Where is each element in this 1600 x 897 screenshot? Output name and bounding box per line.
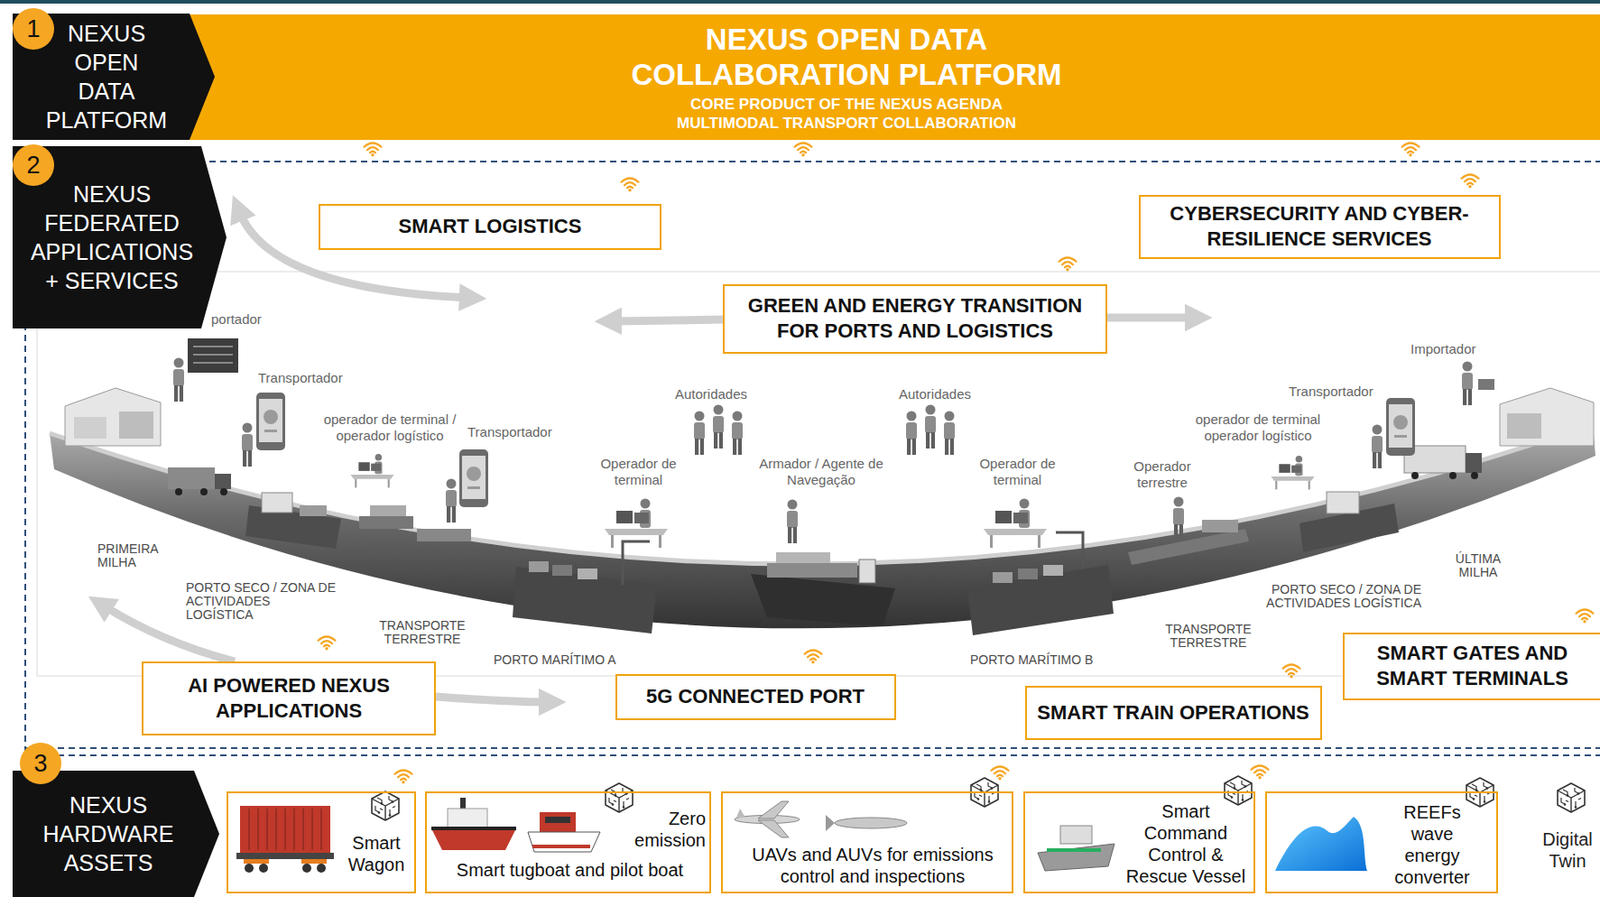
actor-label: Transportador — [467, 424, 553, 441]
actor-label: Autoridades — [675, 386, 748, 403]
place-label: PORTO SECO / ZONA DE ACTIVIDADES LOGÍSTI… — [185, 581, 340, 622]
box-label: 5G CONNECTED PORT — [646, 684, 865, 710]
asset-box: Smart Wagon — [226, 791, 417, 894]
chip-icons — [371, 776, 1585, 821]
actor-label: Autoridades — [898, 386, 972, 403]
place-label: PORTO MARÍTIMO A — [493, 653, 617, 667]
place-label: TRANSPORTE TERRESTRE — [372, 619, 472, 647]
box-label: SMART LOGISTICS — [398, 213, 583, 240]
service-box: SMART TRAIN OPERATIONS — [1025, 685, 1323, 740]
asset-label: Zero emission — [618, 807, 706, 851]
asset-label: Smart Wagon — [337, 832, 416, 876]
asset-box: Zero emissionSmart tugboat and pilot boa… — [425, 791, 712, 894]
section-title: NEXUS HARDWARE ASSETS — [43, 790, 175, 878]
service-box: AI POWERED NEXUS APPLICATIONS — [141, 661, 436, 736]
service-box: 5G CONNECTED PORT — [615, 674, 897, 721]
asset-box: Smart Command Control & Rescue Vessel — [1023, 791, 1256, 894]
supply-chain-road — [49, 424, 1596, 629]
box-label: AI POWERED NEXUS APPLICATIONS — [153, 673, 425, 724]
box-label: SMART TRAIN OPERATIONS — [1036, 700, 1309, 726]
asset-label: Smart Command Control & Rescue Vessel — [1118, 800, 1254, 888]
train-right — [1128, 519, 1249, 565]
band-text: NEXUS OPEN DATA COLLABORATION PLATFORMCO… — [602, 21, 1091, 133]
asset-box: UAVs and AUVs for emissions control and … — [721, 791, 1014, 894]
warehouse-left — [64, 388, 161, 446]
asset-label: REEFs wave energy converter — [1382, 801, 1482, 888]
wifi-icons — [318, 143, 1594, 785]
grey-flow-arrows — [104, 212, 1194, 703]
service-box: SMART GATES AND SMART TERMINALS — [1342, 632, 1600, 701]
asset-box: REEFs wave energy converter — [1265, 791, 1499, 894]
dry-port-right — [1299, 491, 1399, 553]
port-a — [512, 541, 657, 634]
place-label: PRIMEIRA MILHA — [97, 542, 179, 570]
truck-left — [167, 467, 232, 496]
actor-label: operador de terminal operador logístico — [1184, 411, 1332, 444]
actor-label: Operador terrestre — [1126, 458, 1199, 491]
actor-label: Operador de terminal — [974, 455, 1061, 489]
asset-label: Digital Twin — [1536, 828, 1599, 872]
top-rule — [0, 0, 1600, 4]
actor-label: Armador / Agente de Navegação — [753, 455, 889, 489]
callout-number: 3 — [19, 742, 62, 785]
callout-number: 2 — [12, 144, 55, 186]
warehouse-right — [1499, 388, 1594, 446]
section-title: NEXUS OPEN DATA PLATFORM — [46, 18, 167, 135]
port-b — [967, 532, 1114, 636]
platform-title: NEXUS OPEN DATA COLLABORATION PLATFORM — [611, 21, 1082, 93]
actors — [173, 338, 1495, 548]
box-label: CYBERSECURITY AND CYBER-RESILIENCE SERVI… — [1150, 201, 1490, 252]
actor-label: portador — [211, 311, 262, 328]
place-label: ÚLTIMA MILHA — [1442, 552, 1515, 580]
service-box: CYBERSECURITY AND CYBER-RESILIENCE SERVI… — [1138, 194, 1501, 259]
actor-label: Transportador — [258, 369, 343, 387]
platform-band: NEXUS OPEN DATA COLLABORATION PLATFORMCO… — [162, 14, 1600, 140]
chevron-fill — [12, 770, 220, 897]
asset-label: UAVs and AUVs for emissions control and … — [737, 843, 1009, 888]
section-title: NEXUS FEDERATED APPLICATIONS + SERVICES — [30, 179, 194, 296]
place-label: TRANSPORTE TERRESTRE — [1158, 622, 1258, 650]
box-label: GREEN AND ENERGY TRANSITION FOR PORTS AN… — [734, 293, 1096, 344]
actor-label: Operador de terminal — [595, 455, 682, 489]
actor-label: Importador — [1410, 341, 1477, 358]
truck-right — [1404, 445, 1482, 480]
service-box: SMART LOGISTICS — [318, 203, 662, 250]
place-label: PORTO SECO / ZONA DE ACTIVIDADES LOGÍSTI… — [1258, 582, 1422, 611]
ship — [750, 552, 896, 627]
service-box: GREEN AND ENERGY TRANSITION FOR PORTS AN… — [722, 284, 1108, 354]
actor-label: operador de terminal / operador logístic… — [313, 411, 467, 444]
actor-label: Transportador — [1288, 383, 1374, 400]
place-label: PORTO MARÍTIMO B — [970, 653, 1093, 667]
callout-number: 1 — [12, 8, 55, 50]
box-label: SMART GATES AND SMART TERMINALS — [1359, 640, 1586, 692]
section-chevron: NEXUS HARDWARE ASSETS — [12, 770, 220, 897]
dry-port-left — [245, 492, 342, 549]
illustration-frame — [36, 271, 1600, 676]
asset-label: Smart tugboat and pilot boat — [426, 859, 713, 881]
platform-subtitle: CORE PRODUCT OF THE NEXUS AGENDA MULTIMO… — [652, 94, 1041, 133]
